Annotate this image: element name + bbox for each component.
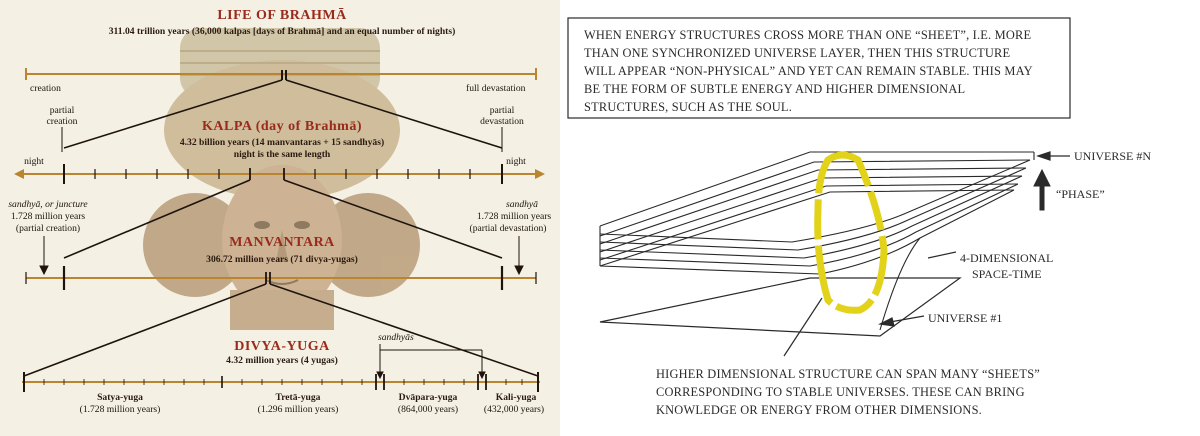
sandhya-right-line1: sandhyā <box>506 199 538 210</box>
yuga-name-kali: Kali-yuga <box>496 392 537 403</box>
phase-label: “PHASE” <box>1056 187 1105 201</box>
kalpa-zoom-lines <box>63 79 503 149</box>
note-line-2: THAN ONE SYNCHRONIZED UNIVERSE LAYER, TH… <box>584 46 1010 60</box>
yuga-name-satya: Satya-yuga <box>97 392 143 403</box>
caption-line-3: KNOWLEDGE OR ENERGY FROM OTHER DIMENSION… <box>656 403 982 417</box>
universe-sheets-panel: WHEN ENERGY STRUCTURES CROSS MORE THAN O… <box>560 0 1200 436</box>
caption-line-2: CORRESPONDING TO STABLE UNIVERSES. THESE… <box>656 385 1025 399</box>
spacetime-label-2: SPACE-TIME <box>972 267 1042 281</box>
brahma-creation-label: creation <box>30 83 61 94</box>
brahma-subtitle: 311.04 trillion years (36,000 kalpas [da… <box>109 26 456 37</box>
sandhya-left-arrow <box>39 236 49 276</box>
partial-creation-label-1: partial <box>50 105 75 116</box>
note-line-1: WHEN ENERGY STRUCTURES CROSS MORE THAN O… <box>584 28 1031 42</box>
sandhya-right-line3: (partial devastation) <box>470 223 547 234</box>
universe-1-label: UNIVERSE #1 <box>928 311 1002 325</box>
sandhya-right-arrow <box>514 236 524 276</box>
note-box <box>567 17 1071 119</box>
manvantara-title: MANVANTARA <box>229 235 335 250</box>
yuga-name-treta: Tretā-yuga <box>276 392 321 403</box>
spacetime-pointer <box>927 251 957 259</box>
partial-devastation-label-1: partial <box>490 105 515 116</box>
note-line-5: STRUCTURES, SUCH AS THE SOUL. <box>584 100 792 114</box>
universe-n-pointer <box>1036 151 1070 161</box>
phase-arrow <box>1033 168 1051 211</box>
sandhyas-pointers <box>376 344 486 380</box>
kalpa-subtitle-2: night is the same length <box>234 149 331 160</box>
yuga-years-treta: (1.296 million years) <box>258 404 339 415</box>
note-text: WHEN ENERGY STRUCTURES CROSS MORE THAN O… <box>584 28 1033 114</box>
sandhya-left-line1: sandhyā, or juncture <box>8 199 88 210</box>
note-line-3: WILL APPEAR “NON-PHYSICAL” AND YET CAN R… <box>584 64 1033 78</box>
note-line-4: BE THE FORM OF SUBTLE ENERGY AND HIGHER … <box>584 82 965 96</box>
sandhya-right-line2: 1.728 million years <box>477 211 552 222</box>
universe-sheets-diagram: WHEN ENERGY STRUCTURES CROSS MORE THAN O… <box>567 17 1151 417</box>
partial-devastation-label-2: devastation <box>480 116 524 127</box>
divya-yuga-title: DIVYA-YUGA <box>234 339 330 354</box>
divya-yuga-subtitle: 4.32 million years (4 yugas) <box>226 355 338 366</box>
kalpa-subtitle-1: 4.32 billion years (14 manvantaras + 15 … <box>180 137 384 148</box>
caption-line-1: HIGHER DIMENSIONAL STRUCTURE CAN SPAN MA… <box>656 367 1040 381</box>
night-right-label: night <box>506 156 526 167</box>
manvantara-subtitle: 306.72 million years (71 divya-yugas) <box>206 254 358 265</box>
brahma-timeline <box>25 68 537 80</box>
divya-yuga-timeline <box>22 372 540 392</box>
universe-sheet-stack <box>599 151 1035 331</box>
universe-1-sheet <box>599 277 962 337</box>
spacetime-label-1: 4-DIMENSIONAL <box>960 251 1053 265</box>
partial-creation-label-2: creation <box>47 116 78 127</box>
higher-dimensional-loop <box>814 151 888 314</box>
manvantara-zoom-lines <box>63 179 503 259</box>
universe-n-label: UNIVERSE #N <box>1074 149 1151 163</box>
brahma-devastation-label: full devastation <box>466 83 526 94</box>
kalpa-title: KALPA (day of Brahmā) <box>202 119 362 134</box>
divya-yuga-zoom-lines <box>23 283 539 377</box>
sandhyas-label: sandhyās <box>378 332 414 343</box>
sandhya-left-line2: 1.728 million years <box>11 211 86 222</box>
night-left-label: night <box>24 156 44 167</box>
manvantara-timeline <box>25 266 537 290</box>
kalpa-timeline <box>14 164 545 184</box>
caption-pointer <box>783 297 823 357</box>
brahma-title: LIFE OF BRAHMĀ <box>217 7 347 23</box>
yuga-years-kali: (432,000 years) <box>484 404 544 415</box>
universe-1-pointer <box>878 315 925 327</box>
yuga-years-dvapara: (864,000 years) <box>398 404 458 415</box>
vedic-time-scale-panel: LIFE OF BRAHMĀ 311.04 trillion years (36… <box>0 0 560 436</box>
vedic-time-scale-diagram: LIFE OF BRAHMĀ 311.04 trillion years (36… <box>8 7 552 415</box>
yuga-years-satya: (1.728 million years) <box>80 404 161 415</box>
yuga-name-dvapara: Dvāpara-yuga <box>399 392 458 403</box>
sandhya-left-line3: (partial creation) <box>16 223 80 234</box>
caption-text: HIGHER DIMENSIONAL STRUCTURE CAN SPAN MA… <box>656 367 1040 417</box>
